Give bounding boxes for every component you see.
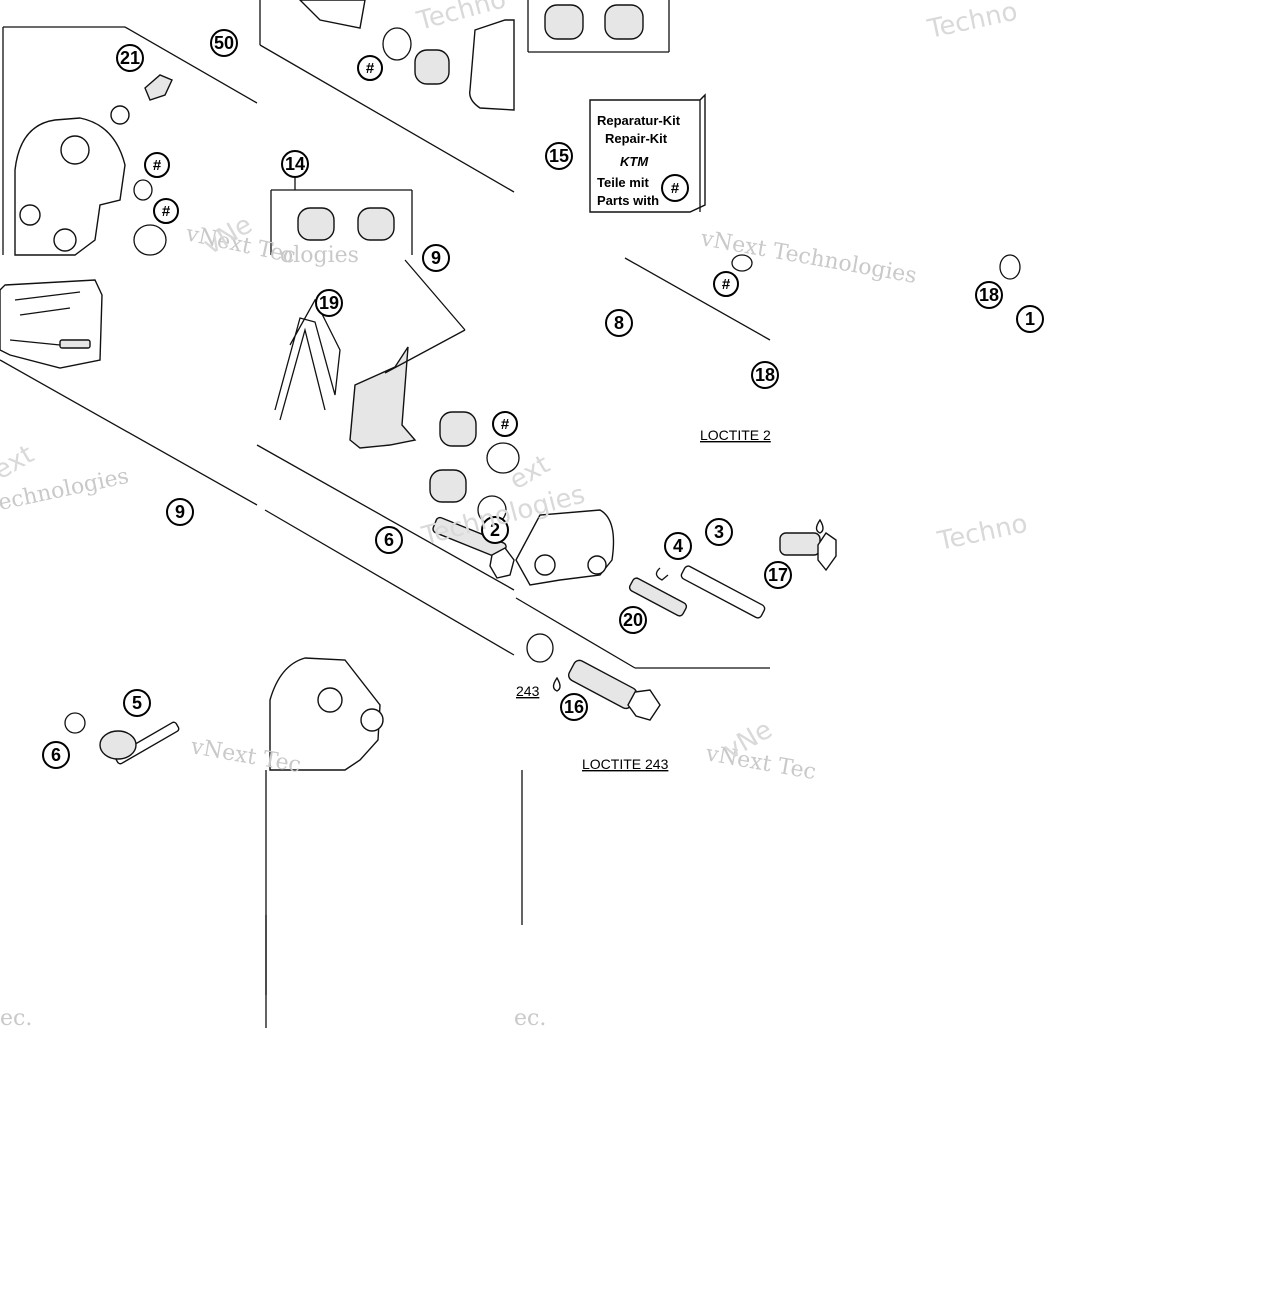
hash-mark-text: # (722, 276, 731, 293)
repair-kit-box: Reparatur-Kit Repair-Kit KTM Teile mit P… (589, 93, 706, 213)
watermarks-text: ec. (0, 1006, 32, 1031)
watermarks-text: ologies (280, 243, 359, 268)
hash-mark: # (153, 198, 179, 224)
callouts: 50 21 14 15 19 9 9 8 18 18 1 6 6 5 2 4 3… (42, 29, 1044, 769)
callout-16-text: 16 (564, 697, 584, 717)
callout-20-text: 20 (623, 610, 643, 630)
callout-6a-text: 6 (384, 530, 394, 550)
brake-pad (349, 346, 417, 449)
callout-21-text: 21 (120, 48, 140, 68)
callout-18a-text: 18 (979, 285, 999, 305)
callout-18b-text: 18 (755, 365, 775, 385)
watermarks-text: ec. (514, 1006, 546, 1031)
callout-1-text: 1 (1025, 309, 1035, 329)
loctite-labels: LOCTITE 2 LOCTITE 243 243 (516, 427, 771, 772)
callout-21: 21 (116, 44, 144, 72)
callout-14: 14 (281, 150, 309, 178)
callout-9a-text: 9 (431, 248, 441, 268)
callout-17-text: 17 (768, 565, 788, 585)
callout-18a: 18 (975, 281, 1003, 309)
pad-spring (274, 298, 341, 421)
watermarks-text: Techno (924, 0, 1020, 45)
callout-19-text: 19 (319, 293, 339, 313)
clip-and-drops (552, 518, 824, 692)
repair-kit-line2: Repair-Kit (605, 131, 668, 146)
repair-kit-line3: Teile mit (597, 175, 649, 190)
callout-14-text: 14 (285, 154, 305, 174)
repair-kit-line4: Parts with (597, 193, 659, 208)
callout-5: 5 (123, 689, 151, 717)
loctite-label: LOCTITE 2 (700, 427, 771, 443)
hash-mark: # (713, 271, 739, 297)
caliper-body-bottom (269, 657, 384, 771)
kit-bracket-14 (270, 178, 466, 374)
callout-6b-text: 6 (51, 745, 61, 765)
hash-mark: # (144, 152, 170, 178)
hash-mark-text: # (501, 416, 510, 433)
caliper-body-top-center (299, 0, 515, 111)
frame-lines (0, 0, 771, 1028)
seal-rings (64, 27, 1021, 734)
callout-15: 15 (545, 142, 573, 170)
callout-18b: 18 (751, 361, 779, 389)
pistons (297, 4, 644, 503)
caliper-body-top-left (14, 117, 126, 256)
ktm-logo: KTM (620, 154, 649, 169)
watermarks-text: Techno (934, 509, 1030, 557)
callout-3-text: 3 (714, 522, 724, 542)
hash-mark: # (492, 411, 518, 437)
callout-15-text: 15 (549, 146, 569, 166)
callout-2-text: 2 (490, 520, 500, 540)
callout-8: 8 (605, 309, 633, 337)
repair-kit-line1: Reparatur-Kit (597, 113, 681, 128)
callout-6a: 6 (375, 526, 403, 554)
hash-mark-text: # (366, 60, 375, 77)
callout-8-text: 8 (614, 313, 624, 333)
kit-hash-mark: # (671, 180, 680, 197)
hash-mark: # (357, 55, 383, 81)
loctite-label: LOCTITE 243 (582, 756, 669, 772)
hash-marks: # # # # # (144, 55, 739, 437)
callout-4-text: 4 (673, 536, 683, 556)
callout-9b: 9 (166, 498, 194, 526)
callout-9a: 9 (422, 244, 450, 272)
callout-5-text: 5 (132, 693, 142, 713)
watermarks-text: ext (0, 440, 39, 487)
callout-50: 50 (210, 29, 238, 57)
callout-6b: 6 (42, 741, 70, 769)
manual-booklet (0, 279, 103, 369)
bolts (99, 74, 837, 765)
loctite-label: 243 (516, 683, 540, 699)
hash-mark-text: # (162, 203, 171, 220)
callout-16: 16 (560, 693, 588, 721)
callout-9b-text: 9 (175, 502, 185, 522)
hash-mark-text: # (153, 157, 162, 174)
callout-3: 3 (705, 518, 733, 546)
callout-2: 2 (481, 516, 509, 544)
callout-4: 4 (664, 532, 692, 560)
callout-50-text: 50 (214, 33, 234, 53)
callout-20: 20 (619, 606, 647, 634)
callout-19: 19 (315, 289, 343, 317)
callout-1: 1 (1016, 305, 1044, 333)
caliper-body-middle (515, 509, 615, 586)
callout-17: 17 (764, 561, 792, 589)
